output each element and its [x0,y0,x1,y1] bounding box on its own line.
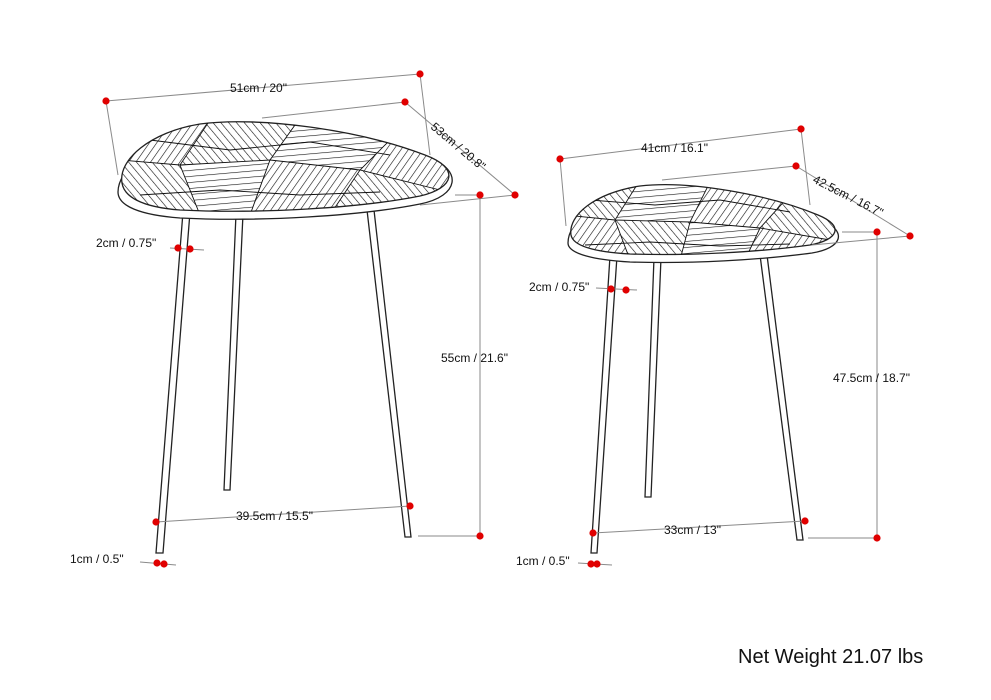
small-table-dimensions [556,125,914,568]
small-leg-span-label: 33cm / 13" [664,523,721,537]
small-width-label: 41cm / 16.1" [641,141,708,155]
large-leg-span-label: 39.5cm / 15.5" [236,509,313,523]
small-table: 41cm / 16.1" 42.5cm / 16.7" 47.5cm / 18.… [516,125,914,568]
net-weight-label: Net Weight 21.07 lbs [738,646,923,668]
large-table: 51cm / 20" 53cm / 20.8" 55cm / 21.6" 2cm… [70,70,519,568]
small-table-legs [590,254,804,554]
large-leg-diameter-label: 1cm / 0.5" [70,552,124,566]
large-table-dimensions [102,70,519,568]
small-leg-diameter-label: 1cm / 0.5" [516,554,570,568]
small-depth-label: 42.5cm / 16.7" [811,172,886,219]
small-top-thickness-label: 2cm / 0.75" [529,280,589,294]
large-table-legs [155,209,412,554]
small-height-label: 47.5cm / 18.7" [833,371,910,385]
large-width-label: 51cm / 20" [230,81,287,95]
large-top-thickness-label: 2cm / 0.75" [96,236,156,250]
large-height-label: 55cm / 21.6" [441,351,508,365]
